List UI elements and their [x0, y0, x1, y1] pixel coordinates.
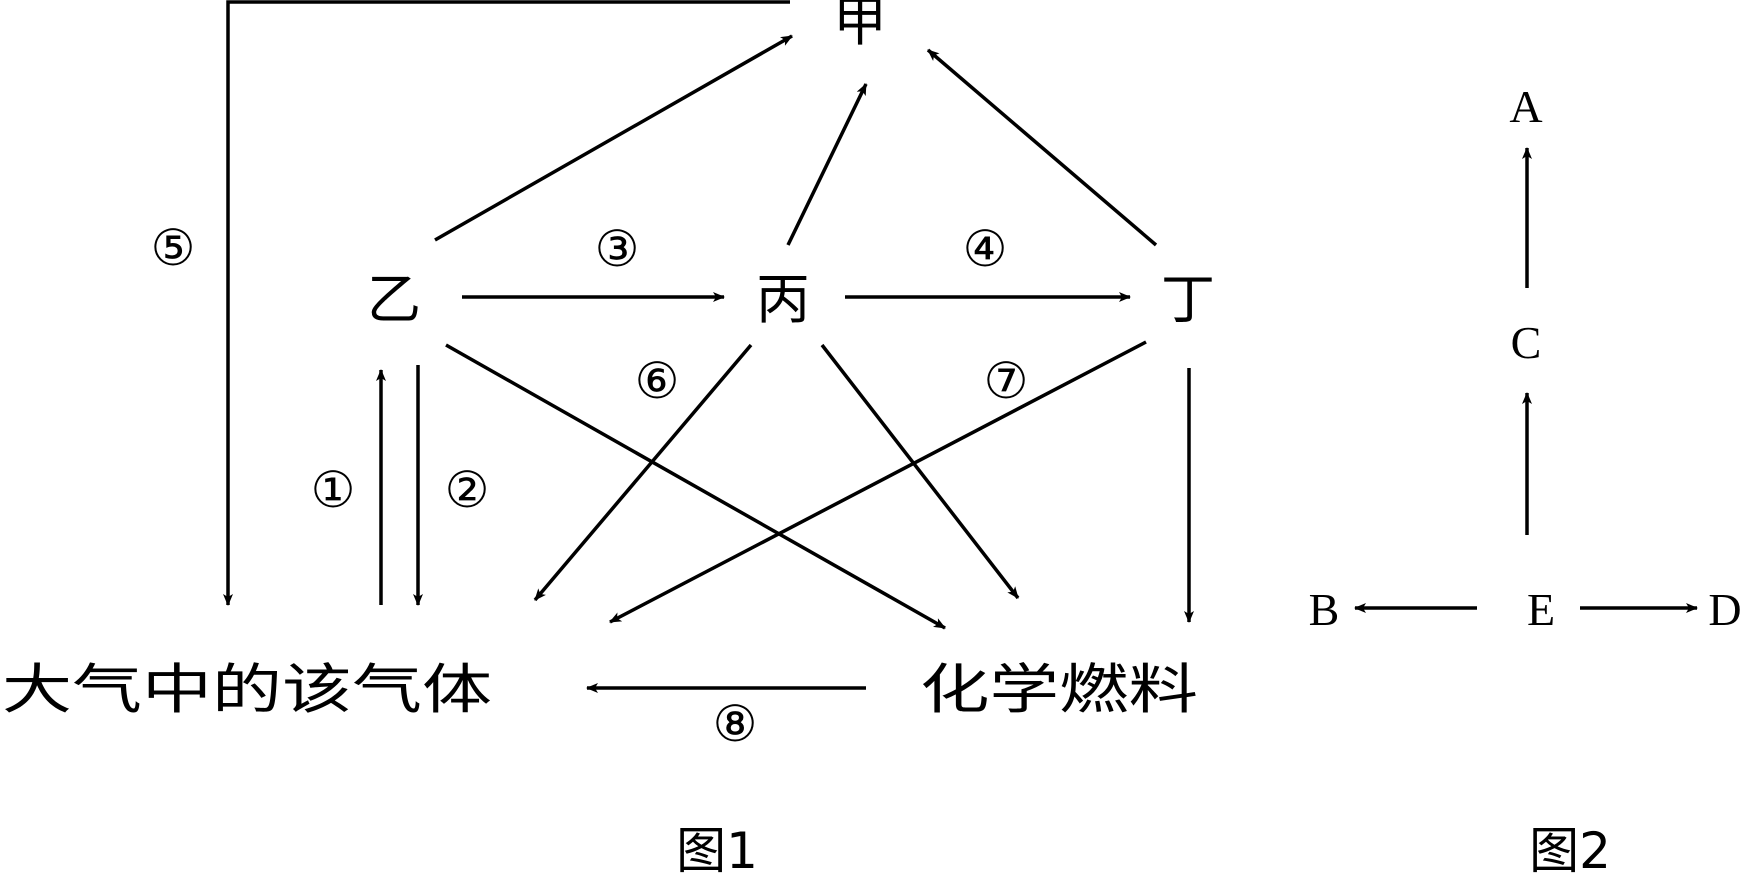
arrow-bing-to-fossil-fuel — [820, 343, 1020, 600]
process-label-1: ① — [311, 461, 356, 519]
arrow-ding-to-jia — [926, 48, 1158, 247]
node-b: B — [1309, 584, 1340, 635]
node-yi: 乙 — [367, 268, 421, 331]
figure-1: 甲 乙 丙 丁 大气中的该气体 化学燃料 ① ② ③ ④ ⑤ ⑥ ⑦ ⑧ 图1 — [2, 0, 1215, 878]
arrow-yi-to-fossil-fuel — [445, 343, 946, 630]
node-bing: 丙 — [756, 268, 810, 331]
process-label-2: ② — [445, 461, 490, 519]
arrow-yi-to-jia — [434, 34, 793, 242]
process-label-3: ③ — [595, 220, 640, 278]
figure-2-caption: 图2 — [1529, 822, 1611, 878]
arrow-jia-to-atmosphere — [223, 0, 790, 606]
node-fossil-fuel: 化学燃料 — [920, 658, 1198, 721]
node-d: D — [1708, 584, 1741, 635]
figure-2: A C E B D 图2 — [1309, 81, 1742, 878]
figure-1-caption: 图1 — [676, 822, 758, 878]
node-ding: 丁 — [1161, 268, 1215, 331]
process-label-4: ④ — [963, 220, 1008, 278]
node-jia: 甲 — [833, 0, 887, 53]
process-label-5: ⑤ — [151, 219, 196, 277]
process-label-6: ⑥ — [635, 352, 680, 410]
node-a: A — [1509, 81, 1542, 132]
node-c: C — [1511, 317, 1542, 368]
arrow-bing-to-atmosphere — [533, 343, 753, 602]
arrow-ding-to-atmosphere — [609, 340, 1147, 624]
process-label-7: ⑦ — [984, 352, 1029, 410]
node-e: E — [1527, 584, 1555, 635]
node-atmosphere-gas: 大气中的该气体 — [2, 658, 492, 721]
process-label-8: ⑧ — [713, 695, 758, 753]
arrow-bing-to-jia — [786, 83, 868, 246]
